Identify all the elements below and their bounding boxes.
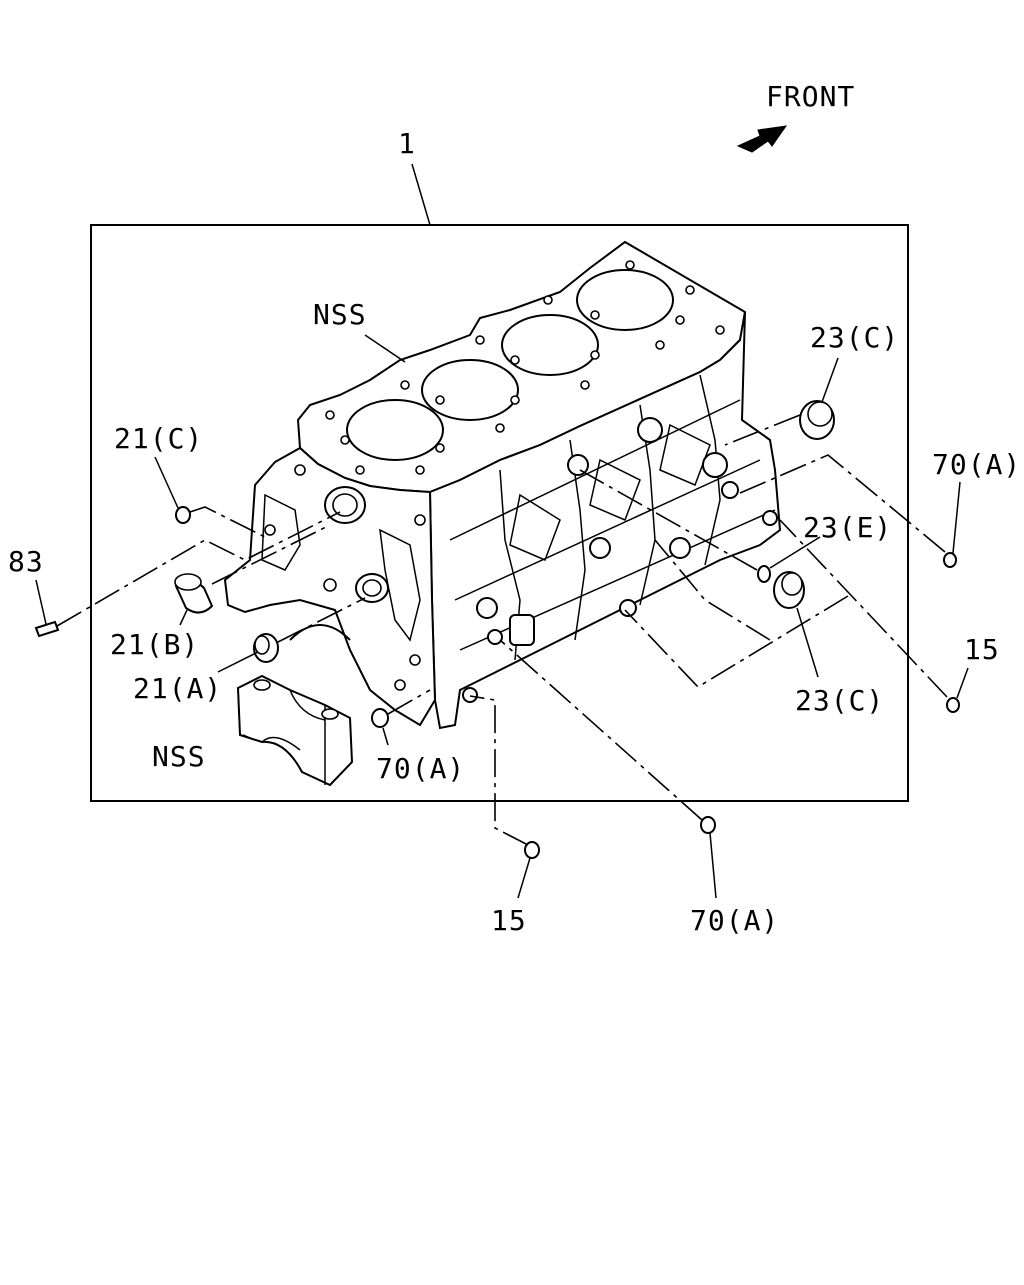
plug-21c [175, 506, 191, 524]
front-arrow-icon [736, 125, 788, 153]
seal-21b [174, 573, 214, 614]
assembly-lines [56, 414, 948, 846]
plug-23c-bottom [773, 571, 805, 609]
callout-assembly: 1 [398, 127, 416, 160]
plug-70a-left [371, 708, 389, 728]
cylinder-bore-1 [346, 399, 444, 461]
callout-23c-top: 23(C) [810, 321, 899, 354]
plug-23c-top [799, 400, 835, 440]
callout-70a-right: 70(A) [932, 448, 1021, 481]
cylinder-bore-2 [421, 359, 519, 421]
callout-70a-left: 70(A) [376, 752, 465, 785]
plug-70a-right [943, 552, 957, 568]
dowel-15-bottom [524, 841, 540, 859]
seal-21a [253, 633, 279, 663]
cylinder-block [223, 240, 782, 730]
pin-83 [34, 620, 60, 638]
assembly-frame [90, 224, 909, 802]
leader-assembly [411, 163, 431, 226]
side-port-1 [476, 597, 498, 619]
callout-15-bottom: 15 [491, 904, 527, 937]
callout-23e: 23(E) [803, 511, 892, 544]
callout-23c-bottom: 23(C) [795, 684, 884, 717]
cylinder-bore-3 [501, 314, 599, 376]
plug-23e [757, 565, 771, 583]
callout-21b: 21(B) [110, 628, 199, 661]
side-boss [509, 614, 535, 646]
callout-70a-bottom: 70(A) [690, 904, 779, 937]
leader-lines [35, 334, 969, 899]
dowel-15-right [946, 697, 960, 713]
plug-70a-bottom [700, 816, 716, 834]
callout-nss-cap: NSS [152, 740, 206, 773]
bearing-cap [236, 674, 354, 787]
callout-nss-gasket: NSS [313, 298, 367, 331]
cylinder-bore-4 [576, 269, 674, 331]
callout-15-right: 15 [964, 633, 1000, 666]
callout-21c: 21(C) [114, 422, 203, 455]
callout-21a: 21(A) [133, 672, 222, 705]
front-label: FRONT [766, 80, 855, 113]
callout-83: 83 [8, 545, 44, 578]
